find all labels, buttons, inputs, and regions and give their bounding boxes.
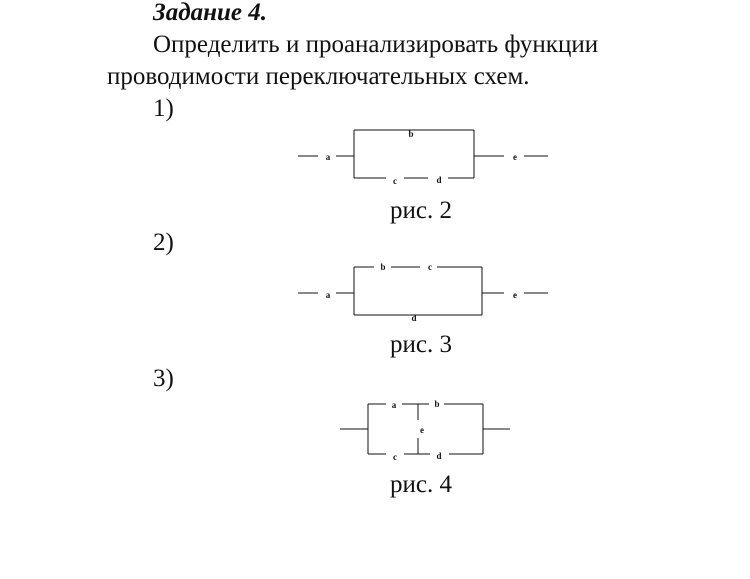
- switch-label-c: c: [393, 452, 397, 462]
- switch-label-d: d: [411, 313, 416, 323]
- switch-label-b: b: [434, 399, 439, 409]
- switch-label-b: b: [380, 262, 385, 272]
- figure-caption-2: рис. 2: [390, 197, 452, 224]
- switch-label-a: a: [326, 152, 331, 162]
- task-text-line-2: проводимости переключательных схем.: [107, 63, 530, 90]
- switch-label-d: d: [436, 175, 441, 185]
- item-number-2: 2): [153, 229, 174, 256]
- switch-label-d: d: [436, 451, 441, 461]
- item-number-3: 3): [153, 365, 174, 392]
- switch-label-e: e: [513, 290, 517, 300]
- figure-caption-4: рис. 4: [390, 471, 452, 498]
- figure-caption-3: рис. 3: [390, 331, 452, 358]
- switch-label-a: a: [392, 400, 397, 410]
- switch-label-a: a: [326, 290, 331, 300]
- task-title: Задание 4.: [153, 0, 268, 26]
- circuit-scheme-1: a b c d e: [298, 129, 548, 186]
- switch-label-e: e: [420, 425, 424, 435]
- circuit-scheme-3: a b e c d: [340, 399, 510, 462]
- task-text-line-1: Определить и проанализировать функции: [153, 31, 599, 58]
- circuit-scheme-2: a b c d e: [298, 262, 548, 323]
- switch-label-c: c: [428, 262, 432, 272]
- item-number-1: 1): [153, 95, 174, 122]
- switch-label-c: c: [393, 176, 397, 186]
- switch-label-e: e: [513, 152, 517, 162]
- switch-label-b: b: [408, 129, 413, 139]
